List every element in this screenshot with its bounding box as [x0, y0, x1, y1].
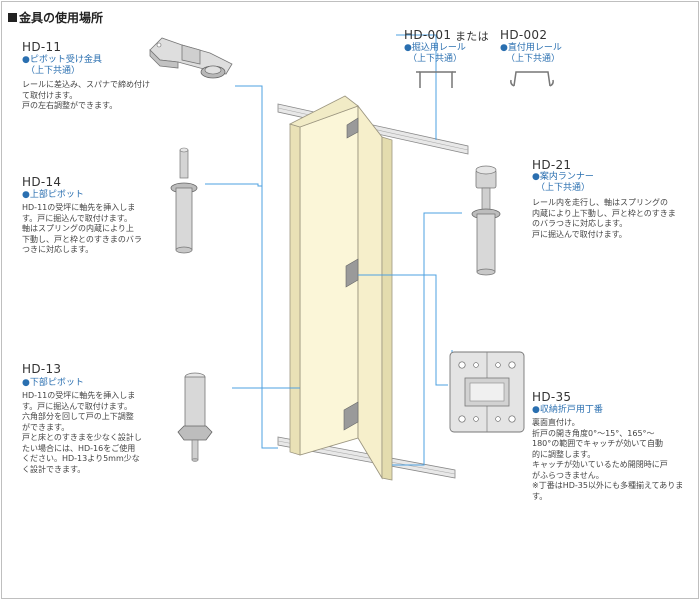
door-hinge-bottom — [343, 401, 359, 431]
hd35-description: 裏面直付け。 折戸の開き角度0°～15°、165°～ 180°の範囲でキャッチが… — [532, 418, 683, 502]
door-hinge-middle — [345, 258, 359, 288]
hd35-desc-line: す。 — [532, 491, 548, 501]
hd13-desc-line: 六角部分を回して戸の上下調整 — [22, 412, 134, 421]
heading-square-icon — [8, 13, 17, 22]
hd11-name: ●ピボット受け金具 — [22, 55, 102, 65]
hd35-desc-line: ※丁番はHD-35以外にも多種揃えてありま — [532, 481, 684, 490]
hd35-leader — [358, 274, 448, 386]
rail-name-1: ●掘込用レール — [404, 43, 466, 53]
hd21-name: ●案内ランナー — [532, 172, 594, 182]
hd13-name: ●下部ピボット — [22, 378, 84, 388]
rail-sub-1: （上下共通） — [408, 54, 463, 64]
hd35-desc-line: 180°の範囲でキャッチが効いて自動 — [532, 439, 664, 448]
hd11-leader — [235, 85, 278, 449]
hd13-code: HD-13 — [22, 362, 62, 376]
hd14-desc-line: HD-11の受坪に軸先を挿入しま — [22, 203, 136, 212]
hd14-desc-line: 軸はスプリングの内蔵により上 — [22, 224, 134, 233]
hd13-desc-line: たい場合には、HD-16をご使用 — [22, 443, 136, 453]
rail-sub-2: （上下共通） — [506, 54, 561, 64]
hd35-code: HD-35 — [532, 390, 572, 404]
pivot-bracket-illustration — [149, 37, 233, 79]
hd13-desc-line: ができます。 — [22, 422, 70, 432]
hd13-desc-line: ください。HD-13より5mm少な — [22, 454, 140, 463]
hd11-desc-line: 戸の左右調整ができます。 — [22, 101, 118, 110]
hd35-desc-line: 裏面直付け。 — [532, 418, 580, 427]
hd21-code: HD-21 — [532, 158, 572, 172]
heading-text: 金具の使用場所 — [19, 11, 104, 25]
hd35-desc-line: 折戸の開き角度0°～15°、165°～ — [532, 428, 655, 438]
surface-rail-profile — [510, 71, 554, 87]
hd21-leader — [392, 212, 462, 466]
section-heading: 金具の使用場所 — [8, 9, 103, 26]
hd11-desc-line: て取付けます。 — [22, 90, 78, 100]
hd21-description: レール内を走行し、軸はスプリングの 内蔵により上下動し、戸と枠とのすきま のバラ… — [532, 198, 676, 240]
hd13-desc-line: 戸と床とのすきまを少なく設計し — [22, 433, 142, 442]
hd14-leader — [205, 183, 262, 187]
rail-leader — [396, 34, 437, 140]
recessed-rail-profile — [416, 71, 456, 88]
hd14-code: HD-14 — [22, 175, 62, 189]
hd21-desc-line: 内蔵により上下動し、戸と枠とのすきま — [532, 208, 676, 218]
door-right-panel — [357, 104, 393, 481]
hd14-desc-line: つきに対応します。 — [22, 245, 94, 254]
hd13-desc-line: す。戸に掘込んで取付けます。 — [22, 401, 132, 411]
hd21-desc-line: のバラつきに対応します。 — [532, 219, 628, 228]
hd14-name: ●上部ピボット — [22, 190, 84, 200]
hd14-desc-line: 下動し、戸と枠とのすきまのバラ — [22, 234, 142, 244]
rail-code-1: HD-001 — [404, 28, 452, 42]
bottom-pivot-illustration — [177, 372, 213, 462]
top-pivot-illustration — [170, 147, 198, 254]
hd13-desc-line: HD-11の受坪に軸先を挿入しま — [22, 391, 136, 400]
hd13-desc-line: く設計できます。 — [22, 464, 86, 474]
leader-lines — [205, 34, 462, 466]
hd14-desc-line: す。戸に掘込んで取付けます。 — [22, 213, 132, 223]
hd11-code: HD-11 — [22, 40, 62, 54]
hd11-desc-line: レールに差込み、スパナで締め付け — [22, 80, 150, 89]
guide-runner-illustration — [471, 165, 501, 276]
hd11-description: レールに差込み、スパナで締め付け て取付けます。 戸の左右調整ができます。 — [22, 80, 150, 112]
hd21-desc-line: レール内を走行し、軸はスプリングの — [532, 198, 668, 207]
hd35-desc-line: 的に調整します。 — [532, 449, 596, 459]
hd11-sub: （上下共通） — [26, 66, 81, 76]
door-left-panel — [288, 95, 359, 456]
hd13-description: HD-11の受坪に軸先を挿入しま す。戸に掘込んで取付けます。 六角部分を回して… — [22, 391, 142, 475]
rail-or: または — [455, 30, 489, 43]
storage-hinge-illustration — [449, 351, 525, 433]
hd21-sub: （上下共通） — [536, 183, 591, 193]
rail-name-2: ●直付用レール — [500, 43, 562, 53]
rail-code-2: HD-002 — [500, 28, 548, 42]
hd14-description: HD-11の受坪に軸先を挿入しま す。戸に掘込んで取付けます。 軸はスプリングの… — [22, 203, 142, 256]
hd21-desc-line: 戸に掘込んで取付けます。 — [532, 229, 627, 239]
door-hinge-top — [346, 117, 359, 139]
hd35-name: ●収納折戸用丁番 — [532, 405, 603, 415]
hd35-desc-line: キャッチが効いているため開閉時に戸 — [532, 460, 668, 469]
hd35-desc-line: がふらつきません。 — [532, 470, 604, 480]
